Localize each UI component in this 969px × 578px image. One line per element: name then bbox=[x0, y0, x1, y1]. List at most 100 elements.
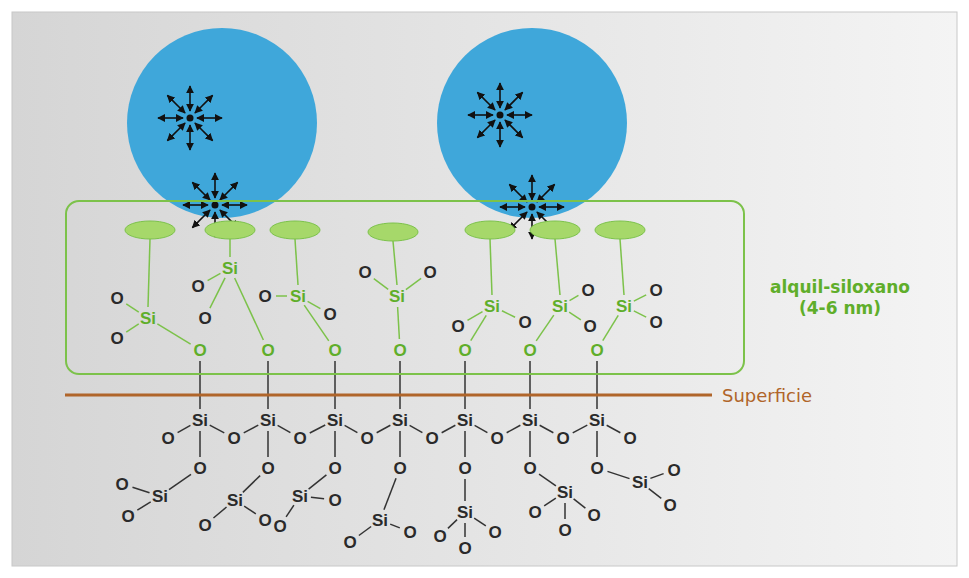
bond bbox=[464, 479, 466, 501]
bond bbox=[126, 324, 139, 332]
atom-symbol: O bbox=[328, 342, 341, 359]
atom-symbol: O bbox=[558, 522, 571, 539]
atom-symbol: O bbox=[581, 282, 594, 299]
arrow bbox=[192, 182, 210, 200]
bond bbox=[603, 315, 618, 340]
bond bbox=[467, 312, 482, 321]
atom-symbol: O bbox=[115, 476, 128, 493]
arrow bbox=[195, 123, 213, 141]
bond bbox=[213, 507, 226, 518]
arrow bbox=[197, 117, 222, 119]
bond bbox=[442, 425, 456, 432]
bond bbox=[536, 315, 554, 341]
surface-label: Superficie bbox=[722, 385, 812, 406]
atom-symbol: Si bbox=[522, 412, 538, 429]
bonds bbox=[125, 221, 664, 537]
bond bbox=[137, 502, 150, 510]
alkyl-head bbox=[368, 223, 418, 241]
water-droplet bbox=[127, 28, 317, 218]
arrow bbox=[214, 173, 216, 198]
atom-symbol: Si bbox=[457, 412, 473, 429]
bond bbox=[210, 425, 225, 433]
layer-label: alquil-siloxano (4-6 nm) bbox=[755, 277, 925, 320]
atom-symbol: O bbox=[258, 512, 271, 529]
atom-symbol: O bbox=[423, 264, 436, 281]
bond bbox=[244, 425, 259, 433]
arrow bbox=[499, 122, 501, 147]
atom-symbol: Si bbox=[632, 474, 648, 491]
atom-symbol: O bbox=[393, 342, 406, 359]
bond bbox=[596, 361, 598, 409]
atom-symbol: O bbox=[193, 460, 206, 477]
arrow bbox=[158, 117, 183, 119]
atom-symbol: O bbox=[528, 504, 541, 521]
arrow bbox=[531, 175, 533, 200]
bond bbox=[471, 315, 486, 340]
bond bbox=[596, 431, 598, 457]
bond bbox=[359, 527, 371, 536]
arrow bbox=[499, 83, 501, 108]
atom-symbol: O bbox=[488, 524, 501, 541]
dot bbox=[187, 115, 194, 122]
atom-symbol: Si bbox=[484, 298, 500, 315]
arrow bbox=[195, 95, 213, 113]
atom-symbol: O bbox=[161, 430, 174, 447]
bond bbox=[390, 524, 400, 528]
atom-symbol: O bbox=[523, 342, 536, 359]
bond bbox=[573, 425, 588, 433]
bond bbox=[569, 312, 581, 320]
alkyl-head bbox=[465, 221, 515, 239]
alkyl-chain bbox=[620, 239, 624, 295]
atom-symbol: Si bbox=[589, 412, 605, 429]
alkyl-chain bbox=[295, 239, 298, 285]
atom-symbol: O bbox=[590, 460, 603, 477]
alkyl-chain bbox=[148, 239, 150, 307]
bond bbox=[374, 279, 388, 290]
bond bbox=[475, 425, 488, 432]
bond bbox=[244, 506, 256, 514]
atom-symbol: O bbox=[667, 462, 680, 479]
bond bbox=[267, 361, 269, 409]
arrow bbox=[167, 95, 185, 113]
atom-symbol: O bbox=[198, 517, 211, 534]
arrow bbox=[507, 114, 532, 116]
atom-symbol: Si bbox=[372, 512, 388, 529]
bond bbox=[649, 489, 662, 499]
arrow bbox=[183, 204, 208, 206]
arrow bbox=[477, 92, 495, 110]
water-droplet bbox=[437, 28, 627, 218]
atom-symbol: O bbox=[458, 460, 471, 477]
alkyl-head bbox=[270, 221, 320, 239]
atom-symbol: Si bbox=[222, 260, 238, 277]
alkyl-chain bbox=[555, 239, 560, 295]
bond bbox=[539, 474, 556, 486]
atom-symbol: O bbox=[490, 430, 503, 447]
atom-symbol: O bbox=[323, 306, 336, 323]
bond bbox=[399, 361, 401, 409]
atom-symbol: O bbox=[273, 518, 286, 535]
atom-symbol: O bbox=[556, 430, 569, 447]
atom-symbol: O bbox=[425, 430, 438, 447]
atom-symbol: Si bbox=[260, 412, 276, 429]
bond bbox=[126, 304, 139, 312]
atom-symbol: Si bbox=[557, 484, 573, 501]
atom-symbol: O bbox=[261, 342, 274, 359]
alkyl-chain bbox=[490, 239, 492, 295]
bond bbox=[384, 478, 396, 509]
atom-symbol: O bbox=[393, 460, 406, 477]
atom-symbol: O bbox=[458, 342, 471, 359]
bond bbox=[464, 361, 466, 409]
bond bbox=[286, 505, 294, 517]
atom-symbol: Si bbox=[389, 288, 405, 305]
bond bbox=[564, 503, 566, 519]
arrow bbox=[220, 182, 238, 200]
atom-symbol: Si bbox=[327, 412, 343, 429]
atom-symbol: O bbox=[198, 310, 211, 327]
force-arrows bbox=[158, 83, 564, 239]
bond bbox=[157, 324, 190, 344]
bond bbox=[634, 311, 646, 317]
alkyl-head bbox=[125, 221, 175, 239]
atom-symbol: Si bbox=[552, 298, 568, 315]
atom-symbol: O bbox=[590, 342, 603, 359]
